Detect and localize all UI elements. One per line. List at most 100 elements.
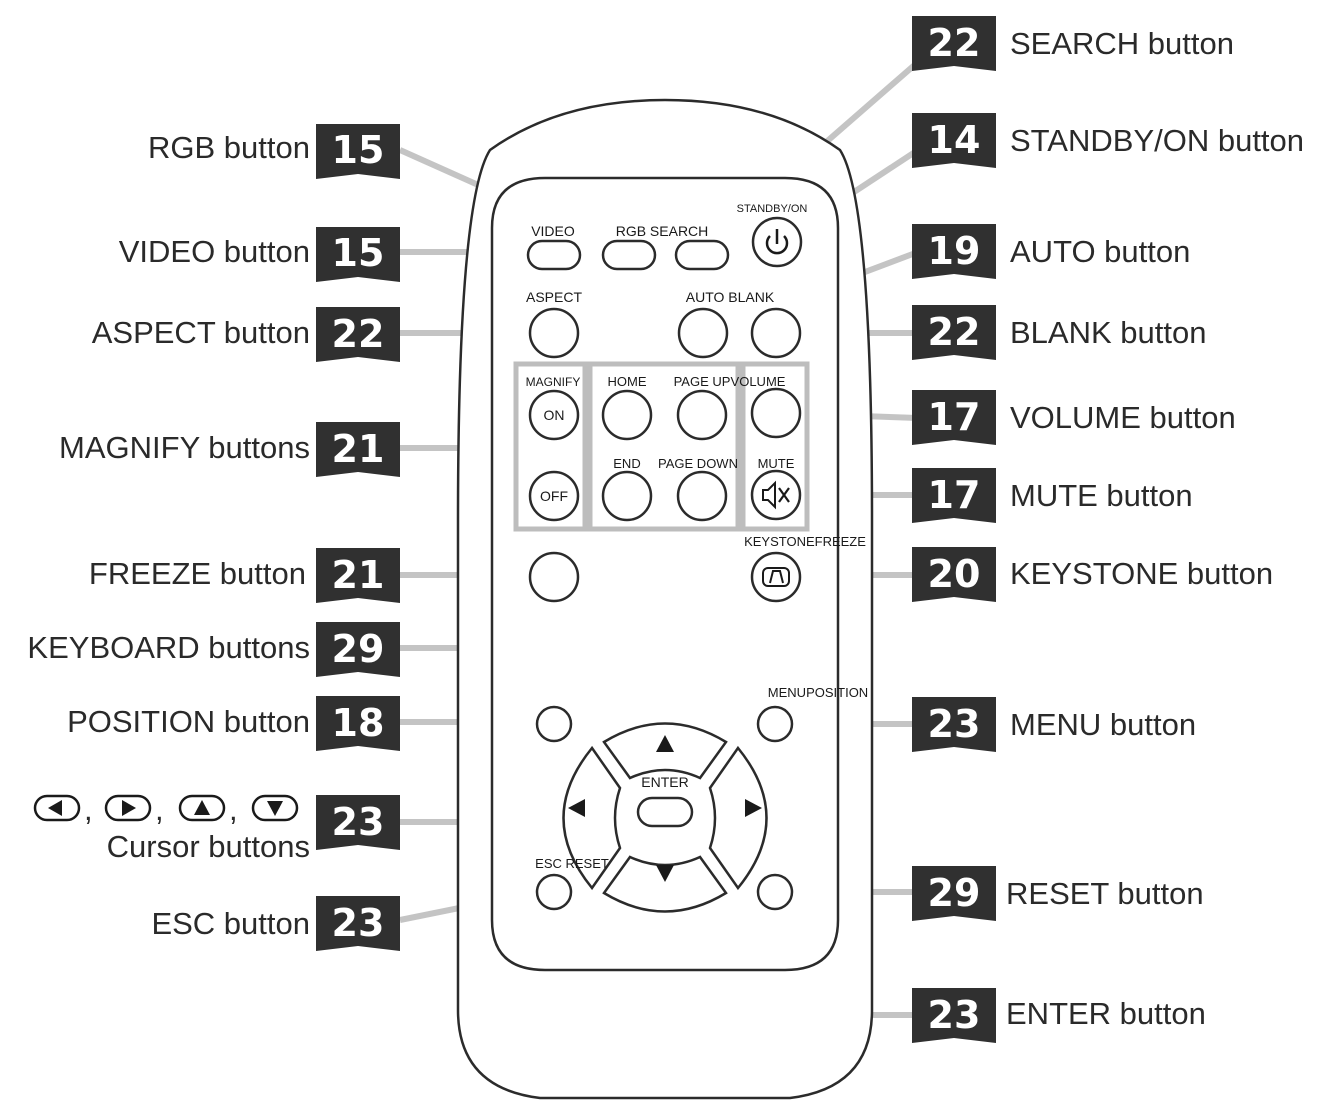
keystone-icon [762,567,790,587]
esc-button[interactable] [535,873,573,911]
arrow-up-icon [194,800,210,815]
rgb-button[interactable] [601,239,657,271]
callout-mute-label: MUTE button [1010,478,1193,513]
volume-button[interactable] [750,387,802,439]
page-tag-mute [912,468,996,523]
callout-enter-label: ENTER button [1006,996,1206,1031]
enter-label: ENTER [641,774,688,790]
cursor-left-button[interactable] [562,745,622,891]
page-up-button[interactable] [676,389,728,441]
callout-position: POSITION button 18 [67,696,400,751]
aspect-button[interactable] [528,307,580,359]
callout-keyboard-label: KEYBOARD buttons [27,630,310,665]
page-number-video: 15 [332,231,385,275]
page-tag-auto [912,224,996,279]
menu-position-label: MENUPOSITION [768,685,868,700]
page-number-aspect: 22 [332,312,385,356]
page-number-standby: 14 [928,118,981,162]
page-tag-reset [912,866,996,921]
page-number-esc: 23 [332,901,385,945]
speaker-mute-icon [762,480,790,510]
callout-blank-label: BLANK button [1010,315,1206,350]
callout-cursor-label: Cursor buttons [107,829,310,864]
position-button[interactable] [535,705,573,743]
volume-label: VOLUME [731,374,786,389]
callout-reset: 29 RESET button [912,866,1204,921]
magnify-off-label: OFF [540,488,568,504]
callout-magnify-label: MAGNIFY buttons [59,430,310,465]
blank-button[interactable] [750,307,802,359]
mute-label: MUTE [758,456,795,471]
magnify-label: MAGNIFY [526,375,581,389]
arrow-left-icon [568,799,585,817]
freeze-button[interactable] [528,551,580,603]
rgb-search-label: RGB SEARCH [616,223,709,239]
callout-standby: 14 STANDBY/ON button [912,113,1304,168]
separator: , [84,792,93,827]
page-up-label: PAGE UP [674,374,731,389]
page-down-button[interactable] [676,470,728,522]
reset-button[interactable] [756,873,794,911]
auto-blank-label: AUTO BLANK [686,289,775,305]
keystone-button[interactable] [750,551,802,603]
callout-esc: ESC button 23 [151,896,400,951]
separator: , [229,792,238,827]
arrow-right-icon [745,799,762,817]
callout-video: VIDEO button 15 [119,227,400,282]
callout-menu: 23 MENU button [912,697,1196,752]
power-icon [765,229,789,255]
cursor-right-button[interactable] [708,745,768,891]
callout-auto: 19 AUTO button [912,224,1190,279]
magnify-on-button[interactable] [528,389,580,441]
page-down-label: PAGE DOWN [658,456,738,471]
page-number-keyboard: 29 [332,627,385,671]
page-number-keystone: 20 [928,552,981,596]
magnify-off-button[interactable] [528,470,580,522]
cursor-down-button[interactable] [602,855,728,913]
page-tag-enter [912,988,996,1043]
page-number-reset: 29 [928,871,981,915]
callout-position-label: POSITION button [67,704,310,739]
page-tag-magnify [316,422,400,477]
home-button[interactable] [601,389,653,441]
page-tag-video [316,227,400,282]
callout-standby-label: STANDBY/ON button [1010,123,1304,158]
callout-volume: 17 VOLUME button [912,390,1236,445]
callout-mute: 17 MUTE button [912,468,1193,523]
page-tag-standby [912,113,996,168]
page-number-freeze: 21 [332,553,385,597]
esc-reset-label: ESC RESET [535,856,609,871]
callout-blank: 22 BLANK button [912,305,1206,360]
arrow-down-icon [656,865,674,882]
page-tag-position [316,696,400,751]
volume-group-frame [740,361,810,532]
keystone-freeze-label: KEYSTONEFREEZE [744,534,866,549]
page-tag-keystone [912,547,996,602]
callout-aspect-label: ASPECT button [92,315,310,350]
end-button[interactable] [601,470,653,522]
auto-button[interactable] [677,307,729,359]
page-tag-aspect [316,307,400,362]
aspect-label: ASPECT [526,289,582,305]
page-tag-cursor [316,795,400,850]
page-number-search: 22 [928,21,981,65]
page-tag-search [912,16,996,71]
callout-auto-label: AUTO button [1010,234,1190,269]
search-button[interactable] [674,239,730,271]
callout-cursor: , , , Cursor buttons 23 [33,792,400,864]
callout-keyboard: KEYBOARD buttons 29 [27,622,400,677]
enter-button[interactable] [636,796,694,828]
video-button[interactable] [526,239,582,271]
callout-keystone: 20 KEYSTONE button [912,547,1273,602]
callout-enter: 23 ENTER button [912,988,1206,1043]
magnify-group-frame [513,361,588,532]
callout-freeze: FREEZE button 21 [89,548,400,603]
menu-button[interactable] [756,705,794,743]
callout-volume-label: VOLUME button [1010,400,1236,435]
arrow-right-icon [122,800,136,816]
page-number-enter: 23 [928,993,981,1037]
callout-video-label: VIDEO button [119,234,310,269]
home-label: HOME [608,374,647,389]
